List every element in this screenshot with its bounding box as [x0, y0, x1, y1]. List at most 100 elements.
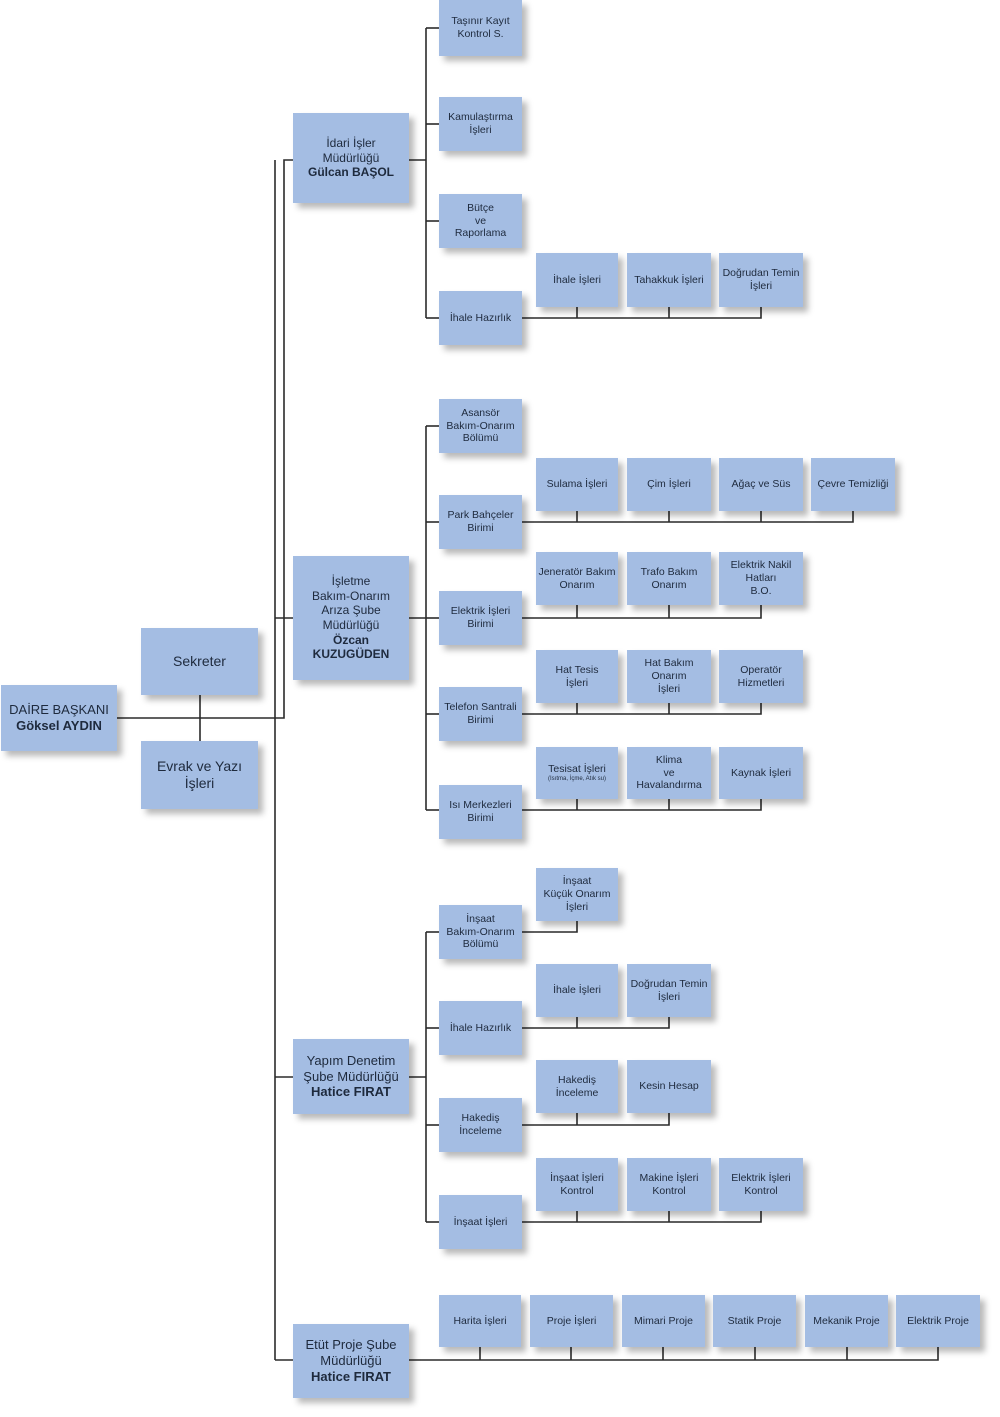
- head-title: DAİRE BAŞKANI: [9, 702, 109, 718]
- unit-box[interactable]: Harita İşleri: [439, 1295, 521, 1347]
- unit-label: Harita İşleri: [453, 1314, 507, 1327]
- sub-unit-label: Hat Tesis İşleri: [555, 663, 599, 689]
- sub-unit-label: Tahakkuk İşleri: [634, 273, 704, 286]
- sub-unit-box[interactable]: İnşaat İşleri Kontrol: [536, 1158, 618, 1211]
- records-box[interactable]: Evrak ve Yazı İşleri: [141, 741, 258, 809]
- sub-unit-box[interactable]: Çim İşleri: [627, 458, 711, 511]
- unit-box[interactable]: Statik Proje: [713, 1295, 796, 1347]
- sub-unit-label: Elektrik Nakil Hatları B.O.: [730, 559, 792, 597]
- sub-unit-box[interactable]: Klima ve Havalandırma: [627, 747, 711, 799]
- records-label: Evrak ve Yazı İşleri: [156, 757, 243, 791]
- sub-unit-label: Jeneratör Bakım Onarım: [538, 565, 616, 591]
- sub-unit-label: İhale İşleri: [553, 273, 601, 286]
- unit-box[interactable]: İnşaat Bakım-Onarım Bölümü: [439, 905, 522, 959]
- sub-unit-label: Hat Bakım Onarım İşleri: [644, 657, 694, 695]
- sub-unit-box[interactable]: Makine İşleri Kontrol: [627, 1158, 711, 1211]
- directorate-admin[interactable]: İdari İşler Müdürlüğü Gülcan BAŞOL: [293, 113, 409, 203]
- sub-unit-box[interactable]: Çevre Temizliği: [811, 458, 895, 511]
- unit-box[interactable]: Hakediş İnceleme: [439, 1098, 522, 1152]
- unit-box[interactable]: Kamulaştırma İşleri: [439, 97, 522, 151]
- sub-unit-box[interactable]: Jeneratör Bakım Onarım: [536, 552, 618, 605]
- sub-unit-box[interactable]: Hat Tesis İşleri: [536, 650, 618, 703]
- directorate-maintenance[interactable]: İşletme Bakım-Onarım Arıza Şube Müdürlüğ…: [293, 556, 409, 680]
- directorate-construction[interactable]: Yapım Denetim Şube Müdürlüğü Hatice FIRA…: [293, 1039, 409, 1114]
- directorate-title: İdari İşler Müdürlüğü: [322, 136, 380, 165]
- unit-box[interactable]: İhale Hazırlık: [439, 1001, 522, 1055]
- sub-unit-box[interactable]: İnşaat Küçük Onarım İşleri: [536, 868, 618, 921]
- head-box[interactable]: DAİRE BAŞKANI Göksel AYDIN: [1, 685, 117, 751]
- unit-box[interactable]: Asansör Bakım-Onarım Bölümü: [439, 399, 522, 453]
- secretary-label: Sekreter: [173, 652, 226, 669]
- unit-box[interactable]: Telefon Santrali Birimi: [439, 687, 522, 741]
- sub-unit-box[interactable]: İhale İşleri: [536, 253, 618, 307]
- sub-unit-box[interactable]: Operatör Hizmetleri: [719, 650, 803, 703]
- sub-unit-label: Kaynak İşleri: [730, 766, 792, 779]
- unit-label: Statik Proje: [727, 1314, 782, 1327]
- sub-unit-label: Çevre Temizliği: [817, 478, 889, 491]
- unit-label: İhale Hazırlık: [449, 311, 512, 324]
- unit-label: Elektrik İşleri Birimi: [450, 605, 511, 630]
- unit-label: Elektrik Proje: [907, 1314, 969, 1327]
- sub-unit-box[interactable]: Hat Bakım Onarım İşleri: [627, 650, 711, 703]
- directorate-name: Hatice FIRAT: [311, 1368, 391, 1384]
- directorate-title: İşletme Bakım-Onarım Arıza Şube Müdürlüğ…: [311, 574, 390, 632]
- unit-label: Proje İşleri: [546, 1314, 597, 1327]
- unit-box[interactable]: Taşınır Kayıt Kontrol S.: [439, 0, 522, 56]
- sub-unit-box[interactable]: Elektrik İşleri Kontrol: [719, 1158, 803, 1211]
- unit-box[interactable]: Elektrik Proje: [896, 1295, 980, 1347]
- directorate-title: Yapım Denetim Şube Müdürlüğü: [303, 1052, 399, 1084]
- secretary-box[interactable]: Sekreter: [141, 628, 258, 695]
- unit-label: Telefon Santrali Birimi: [444, 701, 517, 726]
- sub-unit-label: Çim İşleri: [647, 478, 691, 491]
- sub-unit-label: İnşaat İşleri Kontrol: [550, 1171, 604, 1197]
- unit-label: Mekanik Proje: [813, 1314, 880, 1327]
- unit-label: İnşaat İşleri: [453, 1215, 508, 1228]
- sub-unit-note: (Isıtma, İçme, Atık su): [547, 776, 606, 783]
- sub-unit-box[interactable]: Trafo Bakım Onarım: [627, 552, 711, 605]
- unit-box[interactable]: Isı Merkezleri Birimi: [439, 785, 522, 839]
- sub-unit-box[interactable]: Doğrudan Temin İşleri: [719, 253, 803, 307]
- unit-label: Hakediş İnceleme: [459, 1112, 502, 1137]
- sub-unit-box[interactable]: Tesisat İşleri (Isıtma, İçme, Atık su): [536, 747, 618, 799]
- sub-unit-box[interactable]: İhale İşleri: [536, 964, 618, 1017]
- sub-unit-label: Tesisat İşleri: [548, 763, 606, 776]
- sub-unit-label: Doğrudan Temin İşleri: [722, 267, 800, 292]
- unit-label: Kamulaştırma İşleri: [448, 111, 513, 136]
- sub-unit-box[interactable]: Kaynak İşleri: [719, 747, 803, 799]
- sub-unit-box[interactable]: Sulama İşleri: [536, 458, 618, 511]
- sub-unit-label: İhale İşleri: [553, 984, 601, 997]
- sub-unit-label: Hakediş İnceleme: [555, 1073, 599, 1099]
- sub-unit-label: Makine İşleri Kontrol: [639, 1171, 699, 1197]
- sub-unit-box[interactable]: Doğrudan Temin İşleri: [627, 964, 711, 1017]
- sub-unit-label: Ağaç ve Süs: [731, 478, 791, 491]
- unit-label: İnşaat Bakım-Onarım Bölümü: [446, 912, 515, 951]
- unit-box[interactable]: Mimari Proje: [622, 1295, 705, 1347]
- sub-unit-box[interactable]: Elektrik Nakil Hatları B.O.: [719, 552, 803, 605]
- sub-unit-box[interactable]: Tahakkuk İşleri: [627, 253, 711, 307]
- sub-unit-label: İnşaat Küçük Onarım İşleri: [543, 875, 611, 913]
- directorate-name: Hatice FIRAT: [311, 1084, 391, 1100]
- unit-label: Park Bahçeler Birimi: [447, 509, 514, 534]
- unit-box[interactable]: Bütçe ve Raporlama: [439, 194, 522, 248]
- unit-label: Asansör Bakım-Onarım Bölümü: [446, 406, 515, 445]
- sub-unit-label: Elektrik İşleri Kontrol: [731, 1171, 791, 1197]
- sub-unit-box[interactable]: Hakediş İnceleme: [536, 1060, 618, 1113]
- sub-unit-label: Sulama İşleri: [546, 478, 608, 491]
- sub-unit-box[interactable]: Ağaç ve Süs: [719, 458, 803, 511]
- head-name: Göksel AYDIN: [16, 718, 102, 733]
- directorate-name: Özcan KUZUGÜDEN: [312, 632, 390, 662]
- unit-label: Bütçe ve Raporlama: [454, 201, 507, 240]
- unit-box[interactable]: İnşaat İşleri: [439, 1195, 522, 1249]
- sub-unit-label: Kesin Hesap: [639, 1080, 699, 1093]
- unit-box[interactable]: Mekanik Proje: [805, 1295, 888, 1347]
- unit-box[interactable]: Park Bahçeler Birimi: [439, 495, 522, 549]
- sub-unit-label: Klima ve Havalandırma: [636, 753, 702, 792]
- directorate-project[interactable]: Etüt Proje Şube Müdürlüğü Hatice FIRAT: [293, 1324, 409, 1398]
- sub-unit-box[interactable]: Kesin Hesap: [627, 1060, 711, 1113]
- unit-box[interactable]: İhale Hazırlık: [439, 291, 522, 345]
- unit-box[interactable]: Elektrik İşleri Birimi: [439, 591, 522, 645]
- unit-box[interactable]: Proje İşleri: [530, 1295, 613, 1347]
- unit-label: Taşınır Kayıt Kontrol S.: [451, 15, 510, 40]
- sub-unit-label: Doğrudan Temin İşleri: [630, 977, 708, 1003]
